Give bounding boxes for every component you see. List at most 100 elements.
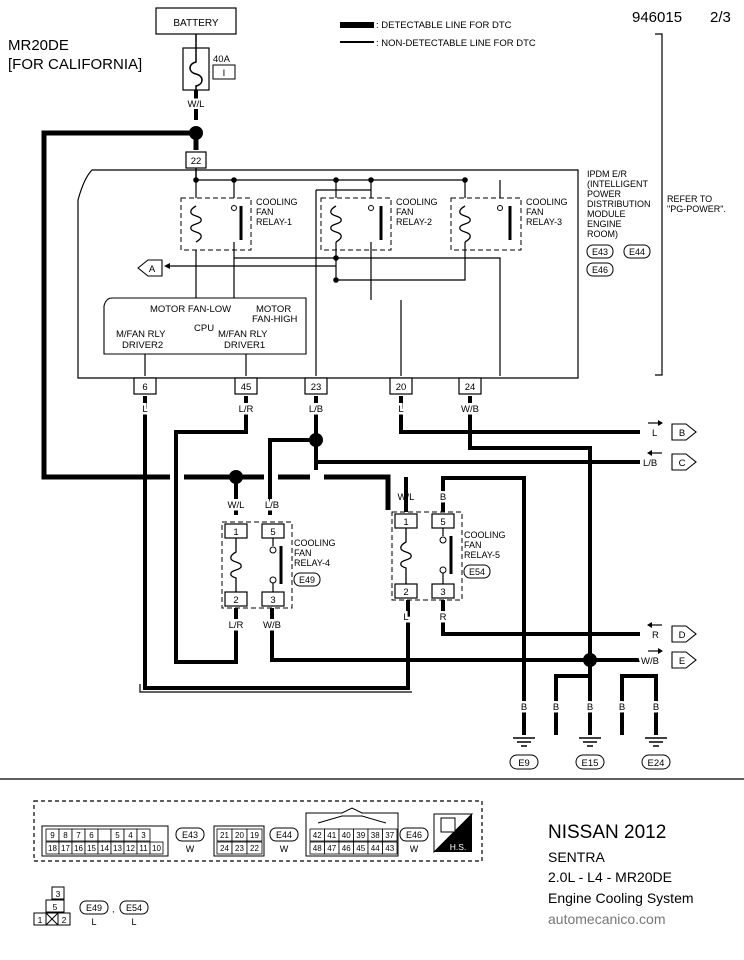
output-c-tag <box>671 453 697 471</box>
footer-brand: NISSAN 2012 <box>548 822 666 843</box>
svg-text:,: , <box>112 904 115 914</box>
svg-text:6: 6 <box>142 382 147 393</box>
key-e46: E46 <box>406 830 422 840</box>
relay-5-label-2: FAN <box>464 540 482 550</box>
key-pin-e43_row2-2: 16 <box>74 844 83 853</box>
relay-2-label-1: COOLING <box>396 197 438 207</box>
ipdm-terminal-23: 23 <box>304 377 328 395</box>
key-pin-e43_row2-6: 12 <box>126 844 135 853</box>
ipdm-conn-e44: E44 <box>629 247 645 257</box>
key-pin-e46_row2-3: 45 <box>356 844 365 853</box>
wire-label-pin6: L <box>142 404 147 415</box>
cpu-fan-high: FAN-HIGH <box>252 314 298 325</box>
ipdm-terminal-24: 24 <box>458 377 482 395</box>
svg-text:45: 45 <box>241 382 252 393</box>
wire-label-pin20: L <box>398 404 403 415</box>
relay-5-label-3: RELAY-5 <box>464 550 500 560</box>
key-e43-color: W <box>186 844 195 854</box>
hs-badge-label: H.S. <box>450 842 467 852</box>
refer-text-2: "PG-POWER". <box>667 204 726 214</box>
key-pin-e43_row1-7: 3 <box>141 831 146 840</box>
ipdm-terminal-45: 45 <box>234 377 258 395</box>
key-pin-e44_row1-0: 21 <box>220 831 229 840</box>
cpu-motor: MOTOR <box>256 304 291 315</box>
key-pin-e46_row2-0: 48 <box>313 844 322 853</box>
relay-4-wire-top-2: L/B <box>265 500 279 511</box>
ground-wire-4: B <box>619 702 625 713</box>
relay-4-connector: E49 <box>299 575 315 585</box>
key-pin-e43_row1-3: 6 <box>89 831 94 840</box>
key-pin-e46_row1-3: 39 <box>356 831 365 840</box>
key-e46-color: W <box>410 844 419 854</box>
svg-text:5: 5 <box>270 527 275 538</box>
cooling-fan-relay-2 <box>320 197 392 251</box>
ipdm-desc-4: MODULE <box>587 209 626 219</box>
key-pin-e44_row1-1: 20 <box>235 831 244 840</box>
ipdm-terminal-6: 6 <box>133 377 157 395</box>
relay-3-label-2: FAN <box>526 207 544 217</box>
ipdm-desc-2: POWER <box>587 189 622 199</box>
key-pin-e43_row1-0: 9 <box>50 831 55 840</box>
svg-text:2: 2 <box>403 587 408 598</box>
ground-section: B B B B B E9 E15 E24 <box>509 700 671 770</box>
svg-text:2: 2 <box>233 595 238 606</box>
ipdm-conn-e46: E46 <box>592 265 608 275</box>
ground-wire-2: B <box>553 702 559 713</box>
cpu-motor-fan-low: MOTOR FAN-LOW <box>150 304 231 315</box>
refer-text-1: REFER TO <box>667 194 712 204</box>
splice-relay4-wl <box>229 470 243 484</box>
key-pin-e43_row2-1: 17 <box>61 844 70 853</box>
svg-text:5: 5 <box>53 902 58 912</box>
svg-text:3: 3 <box>56 889 61 899</box>
svg-text:C: C <box>679 458 686 469</box>
key-pin-e44_row2-1: 23 <box>235 844 244 853</box>
cpu-driver-1: DRIVER1 <box>224 340 265 351</box>
relay-3-coil-icon <box>459 205 471 243</box>
key-pin-e46_row1-2: 40 <box>342 831 351 840</box>
cpu-mfan-rly-1: M/FAN RLY <box>218 329 268 340</box>
svg-text:5: 5 <box>440 517 445 528</box>
relay-5-wire-top-2: B <box>440 492 446 503</box>
key-pin-e46_row2-4: 44 <box>371 844 380 853</box>
key-e49-color: L <box>91 917 96 927</box>
ground-wire-1: B <box>521 702 527 713</box>
relay-5-wire-bottom-1: L <box>403 612 408 623</box>
footer-engine: 2.0L - L4 - MR20DE <box>548 869 672 885</box>
key-e44-color: W <box>280 844 289 854</box>
key-pin-e43_row2-7: 11 <box>139 844 148 853</box>
legend: : DETECTABLE LINE FOR DTC : NON-DETECTAB… <box>340 20 536 49</box>
key-pin-e44_row1-2: 19 <box>250 831 259 840</box>
svg-text:24: 24 <box>465 382 476 393</box>
battery-block: BATTERY 40A I W/L <box>155 7 237 140</box>
key-e43: E43 <box>182 830 198 840</box>
key-pin-e46_row2-5: 43 <box>385 844 394 853</box>
relay-5-label-1: COOLING <box>464 530 506 540</box>
battery-label: BATTERY <box>173 18 219 29</box>
output-e-tag <box>671 651 697 669</box>
output-connectors: L B L/B C R D W/B E <box>639 420 697 670</box>
splice-wb <box>583 653 597 667</box>
fuse-rating: 40A <box>213 54 231 65</box>
svg-text:1: 1 <box>233 527 238 538</box>
svg-text:E: E <box>679 656 685 667</box>
arrow-a-label: A <box>149 264 156 275</box>
svg-text:3: 3 <box>270 595 275 606</box>
ground-wire-3: B <box>587 702 593 713</box>
refer-bracket <box>655 33 663 376</box>
svg-text:20: 20 <box>396 382 407 393</box>
key-pin-e43_row1-1: 8 <box>63 831 68 840</box>
ipdm-desc-3: DISTRIBUTION <box>587 199 651 209</box>
model-line-1: MR20DE <box>8 37 69 54</box>
ipdm-desc-0: IPDM E/R <box>587 169 628 179</box>
svg-text:1: 1 <box>38 915 43 925</box>
relay-5-connector: E54 <box>469 567 485 577</box>
wire-label-pin45: L/R <box>239 404 254 415</box>
output-c-wire: L/B <box>643 458 657 469</box>
ipdm-module: 22 COOLING FAN RELAY-1 COOLING FAN RELAY… <box>77 33 726 395</box>
cooling-fan-relay-4: W/L L/B 1 5 2 3 COOLING FAN RELAY-4 E49 … <box>221 498 336 634</box>
key-e44: E44 <box>276 830 292 840</box>
relay-1-label-2: FAN <box>256 207 274 217</box>
key-pin-e43_row2-3: 15 <box>87 844 96 853</box>
ipdm-connector-22: 22 <box>191 156 202 167</box>
ipdm-desc-1: (INTELLIGENT <box>587 179 649 189</box>
